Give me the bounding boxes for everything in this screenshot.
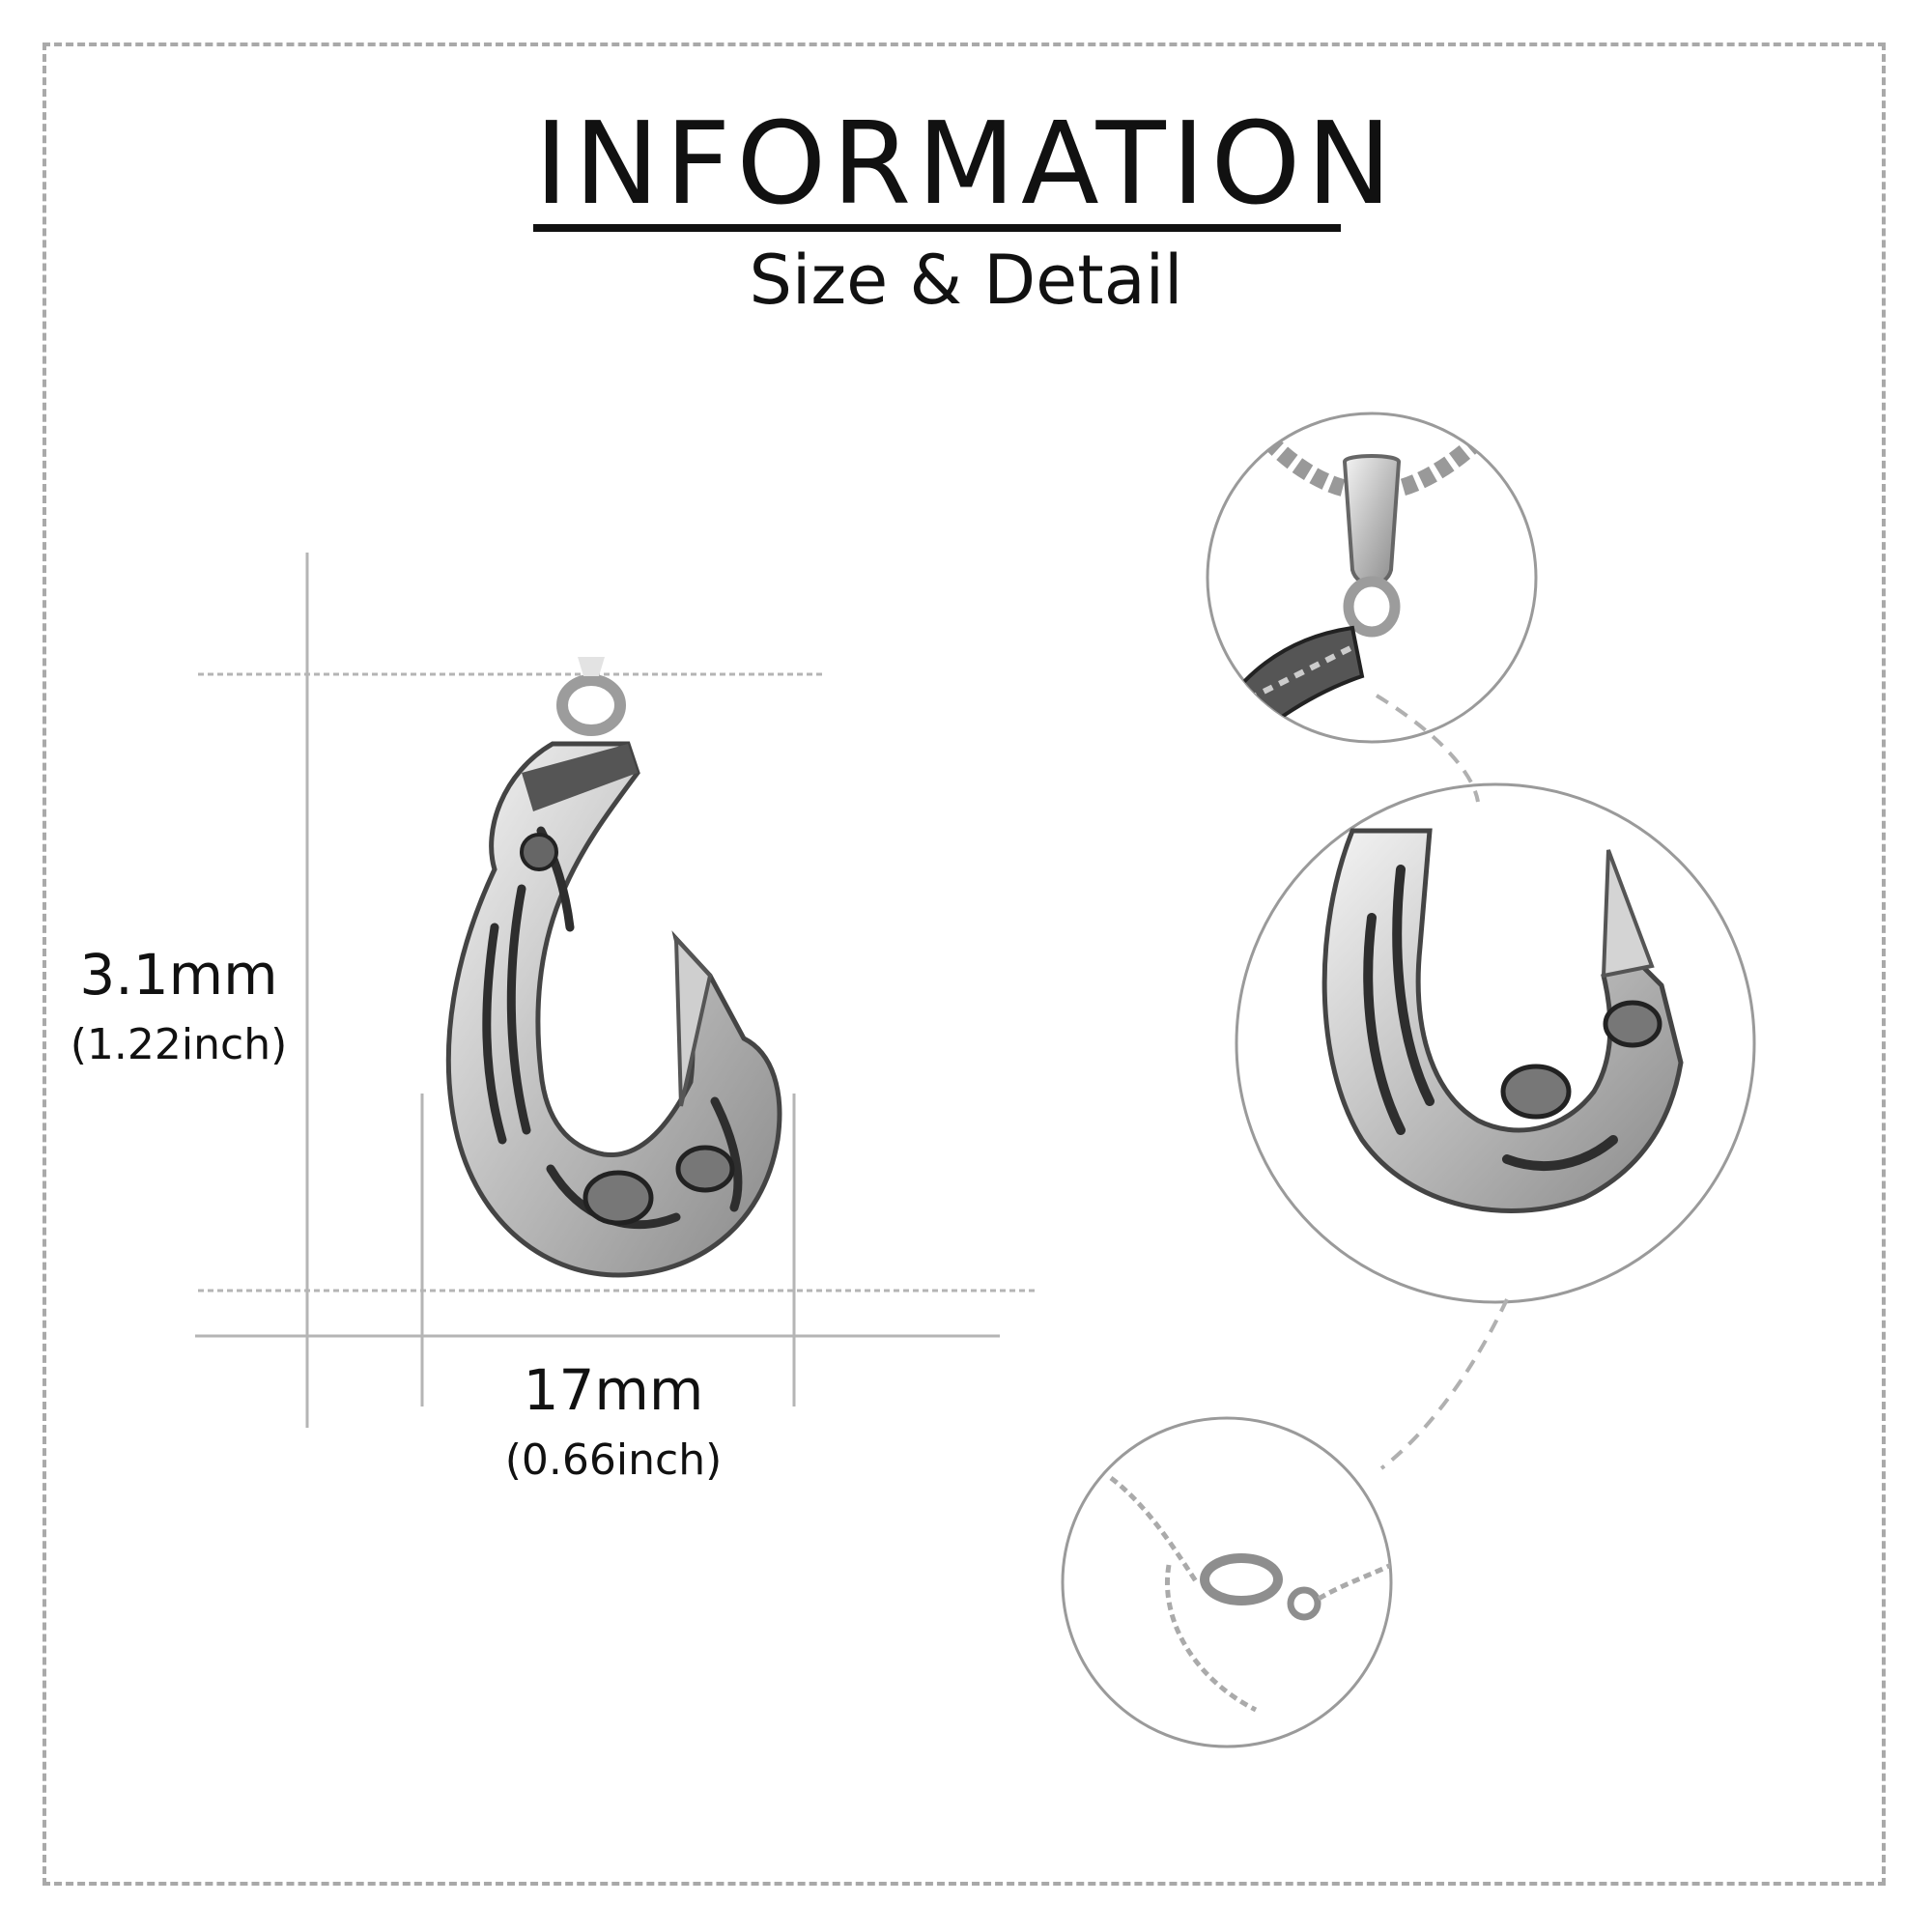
width-dimension: 17mm (0.66inch) bbox=[488, 1362, 739, 1482]
page-title: INFORMATION bbox=[534, 97, 1398, 230]
detail-circle-bail bbox=[1206, 412, 1538, 744]
detail-circle-engraving bbox=[1235, 782, 1756, 1304]
width-value: 17mm bbox=[523, 1357, 704, 1423]
page-subtitle: Size & Detail bbox=[749, 241, 1183, 320]
width-imperial: (0.66inch) bbox=[504, 1435, 723, 1485]
height-dimension: 3.1mm (1.22inch) bbox=[58, 947, 299, 1066]
height-imperial: (1.22inch) bbox=[70, 1020, 288, 1069]
title-underline bbox=[533, 224, 1341, 232]
height-value: 3.1mm bbox=[79, 942, 278, 1008]
dashed-frame bbox=[43, 43, 1886, 1886]
measurement-guides bbox=[195, 553, 1038, 1428]
hook-pendant bbox=[445, 657, 782, 1278]
detail-circle-clasp bbox=[1061, 1416, 1393, 1748]
connector-lines bbox=[1375, 694, 1509, 1470]
